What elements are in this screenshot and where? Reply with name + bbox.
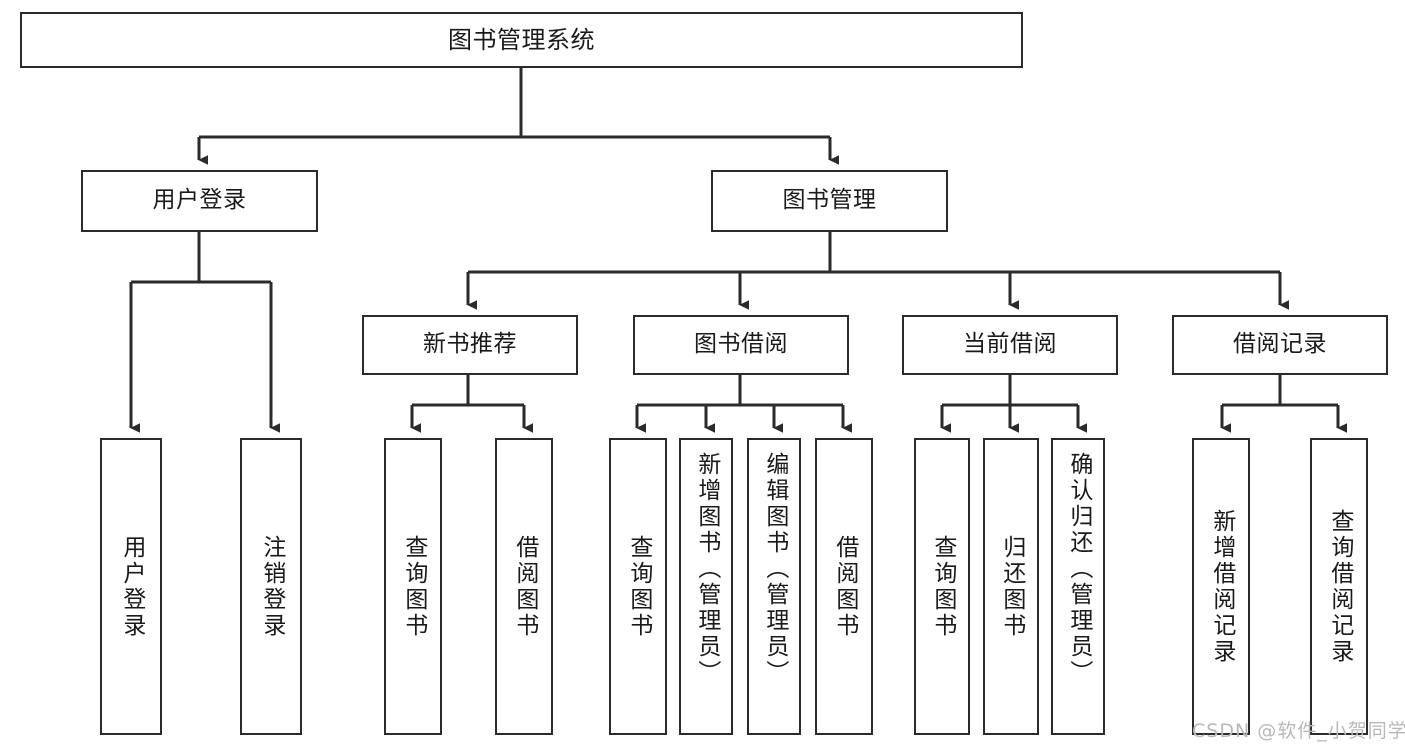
node-label: 用户登录 bbox=[152, 187, 247, 214]
node-label: 新书推荐 bbox=[423, 331, 517, 358]
node-label: 新增借阅记录 bbox=[1208, 508, 1235, 665]
leaf-borrow-borrow-book[interactable]: 借阅图书 bbox=[815, 438, 873, 735]
leaf-current-confirm-return-admin[interactable]: 确认归还（管理员） bbox=[1051, 438, 1105, 735]
leaf-user-login-logout[interactable]: 注销登录 bbox=[240, 438, 302, 735]
leaf-new-book-borrow-book[interactable]: 借阅图书 bbox=[495, 438, 553, 735]
node-label: 编辑图书（管理员） bbox=[761, 452, 788, 686]
node-new-book-recommend[interactable]: 新书推荐 bbox=[362, 315, 578, 375]
leaf-user-login-login[interactable]: 用户登录 bbox=[100, 438, 162, 735]
node-label: 借阅图书 bbox=[511, 534, 538, 639]
leaf-borrow-edit-book-admin[interactable]: 编辑图书（管理员） bbox=[747, 438, 801, 735]
node-label: 图书管理系统 bbox=[448, 25, 595, 54]
node-label: 借阅图书 bbox=[831, 534, 858, 639]
leaf-record-query-borrow-record[interactable]: 查询借阅记录 bbox=[1310, 438, 1368, 735]
node-label: 查询图书 bbox=[929, 534, 956, 639]
node-book-management[interactable]: 图书管理 bbox=[711, 170, 948, 232]
node-book-borrow[interactable]: 图书借阅 bbox=[633, 315, 849, 375]
node-label: 图书借阅 bbox=[694, 331, 788, 358]
node-label: 图书管理 bbox=[782, 187, 877, 214]
node-root-book-management-system[interactable]: 图书管理系统 bbox=[20, 12, 1023, 68]
leaf-new-book-query-book[interactable]: 查询图书 bbox=[384, 438, 442, 735]
leaf-borrow-query-book[interactable]: 查询图书 bbox=[609, 438, 667, 735]
node-label: 借阅记录 bbox=[1233, 331, 1327, 358]
node-label: 注销登录 bbox=[258, 534, 285, 639]
node-label: 新增图书（管理员） bbox=[693, 452, 720, 686]
leaf-record-add-borrow-record[interactable]: 新增借阅记录 bbox=[1192, 438, 1250, 735]
node-label: 当前借阅 bbox=[963, 331, 1057, 358]
leaf-current-query-book[interactable]: 查询图书 bbox=[914, 438, 970, 735]
node-current-borrow[interactable]: 当前借阅 bbox=[902, 315, 1118, 375]
watermark-credit: CSDN @软件_小贺同学 bbox=[1192, 720, 1405, 742]
node-borrow-record[interactable]: 借阅记录 bbox=[1172, 315, 1388, 375]
node-label: 查询图书 bbox=[625, 534, 652, 639]
node-user-login[interactable]: 用户登录 bbox=[81, 170, 318, 232]
node-label: 用户登录 bbox=[118, 534, 145, 639]
node-label: 查询图书 bbox=[400, 534, 427, 639]
leaf-borrow-add-book-admin[interactable]: 新增图书（管理员） bbox=[679, 438, 733, 735]
node-label: 归还图书 bbox=[998, 534, 1025, 639]
node-label: 查询借阅记录 bbox=[1326, 508, 1353, 665]
node-label: 确认归还（管理员） bbox=[1065, 452, 1092, 686]
leaf-current-return-book[interactable]: 归还图书 bbox=[983, 438, 1039, 735]
